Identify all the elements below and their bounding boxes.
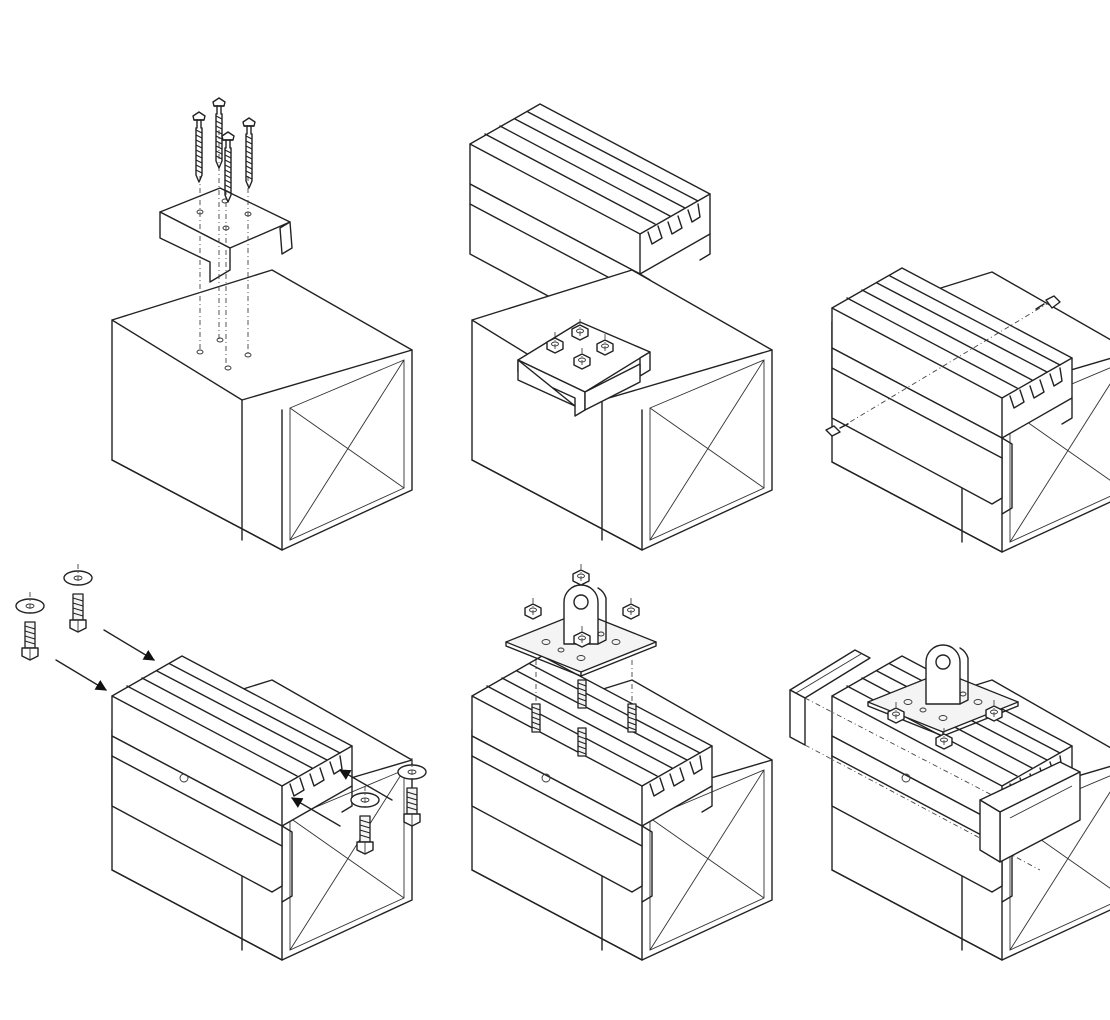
threaded-stud xyxy=(577,727,587,757)
lag-screw-icon xyxy=(212,97,226,169)
threaded-stud xyxy=(627,703,637,733)
step-4-insert-t-bolts xyxy=(15,563,427,961)
insert-arrow xyxy=(339,769,393,801)
wood-post xyxy=(471,269,773,551)
step-6-slide-on-cover xyxy=(789,644,1110,961)
step-3-fasten-rail xyxy=(825,267,1110,553)
cover-sleeve xyxy=(979,761,1081,863)
cover-sleeve xyxy=(789,649,1041,871)
u-bracket xyxy=(517,321,651,417)
wood-post xyxy=(111,269,413,551)
step-2-rail-over-bracket xyxy=(469,103,773,551)
step-5-mount-plate xyxy=(471,563,773,961)
hex-nut-icon xyxy=(622,597,640,623)
side-screw-icon xyxy=(1035,295,1061,310)
insert-arrow xyxy=(291,797,341,827)
insert-arrow xyxy=(55,659,107,691)
hex-nut-icon xyxy=(572,563,590,589)
lag-screw-icon xyxy=(242,117,256,189)
t-bolt-icon xyxy=(63,563,93,633)
hex-nut-icon xyxy=(524,597,542,623)
t-bolt-icon xyxy=(15,591,45,661)
lag-screw-icon xyxy=(192,111,206,183)
anchor-plate xyxy=(505,584,657,677)
threaded-stud xyxy=(531,703,541,733)
step-1-bracket-to-post xyxy=(111,97,413,551)
side-screw-icon xyxy=(825,423,849,437)
threaded-stud xyxy=(577,679,587,709)
insert-arrow xyxy=(103,629,155,661)
